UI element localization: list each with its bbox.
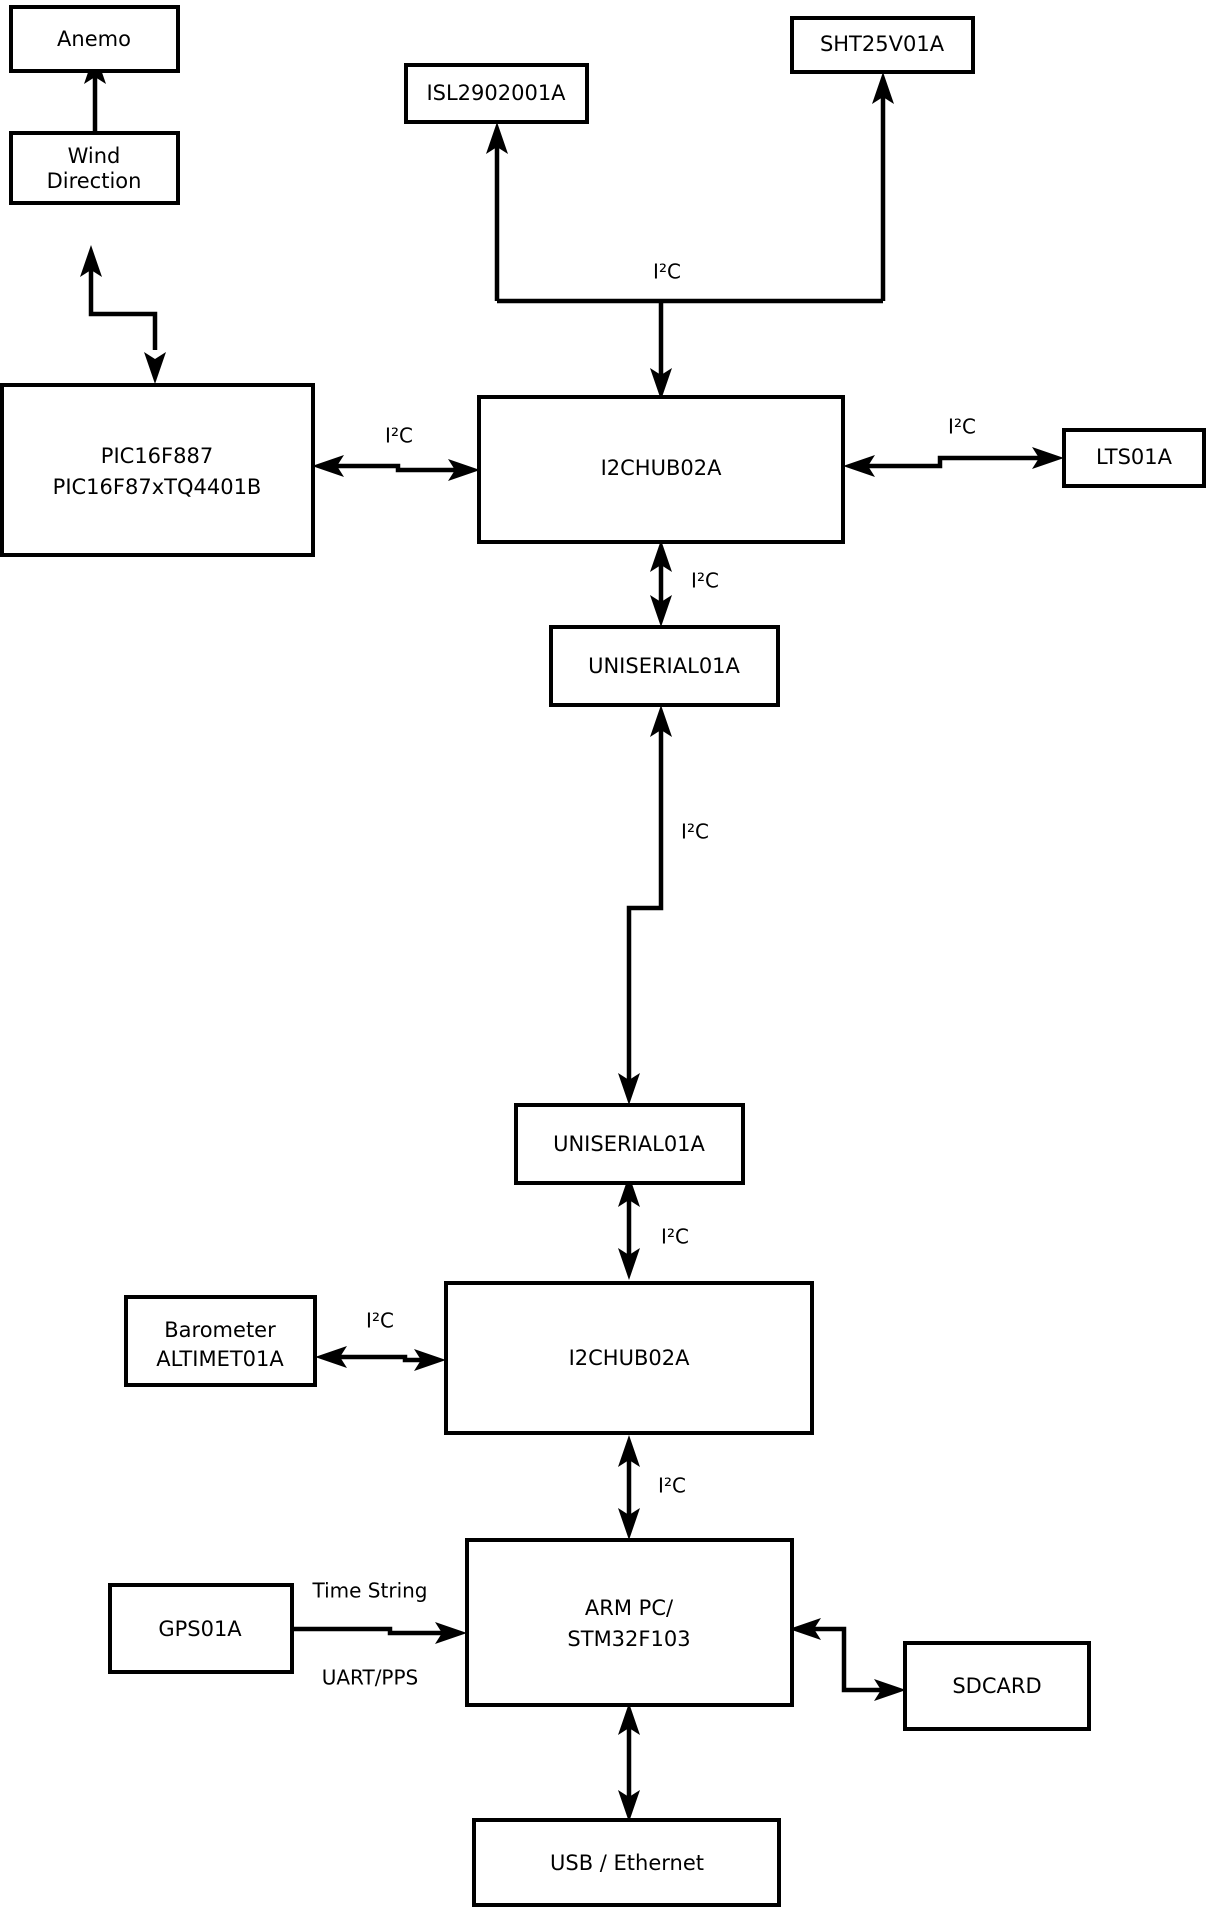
node-i2chub02a-bottom[interactable]: I2CHUB02A	[444, 1281, 814, 1435]
edge-label-i2c-hub-uniserial: I²C	[691, 569, 719, 593]
node-arm-pc-label-line1: ARM PC/	[585, 1596, 674, 1620]
node-anemo[interactable]: Anemo	[9, 5, 180, 73]
node-uniserial01a-top-label: UNISERIAL01A	[588, 654, 740, 678]
node-uniserial01a-bottom-label: UNISERIAL01A	[553, 1132, 705, 1156]
node-pic16f887-label-line1: PIC16F887	[101, 444, 213, 468]
edge-uniserial1-uniserial2	[618, 705, 672, 1105]
node-sdcard[interactable]: SDCARD	[903, 1641, 1091, 1731]
node-uniserial01a-bottom[interactable]: UNISERIAL01A	[514, 1103, 745, 1185]
edge-label-i2c-pic-hub: I²C	[385, 424, 413, 448]
node-pic16f887[interactable]: PIC16F887 PIC16F87xTQ4401B	[0, 383, 315, 557]
edge-label-uart-pps: UART/PPS	[322, 1666, 419, 1690]
node-barometer-altimet01a[interactable]: Barometer ALTIMET01A	[124, 1295, 317, 1387]
node-barometer-label-line2: ALTIMET01A	[156, 1347, 284, 1371]
edge-label-i2c-barometer-hub: I²C	[366, 1309, 394, 1333]
node-sdcard-label: SDCARD	[952, 1674, 1041, 1698]
node-usb-ethernet-label: USB / Ethernet	[550, 1851, 704, 1875]
edge-i2c-bus-top	[486, 72, 894, 400]
edge-uniserial2-hubbottom	[618, 1175, 640, 1280]
node-i2chub02a-top[interactable]: I2CHUB02A	[477, 395, 845, 544]
node-uniserial01a-top[interactable]: UNISERIAL01A	[549, 625, 780, 707]
node-gps01a-label: GPS01A	[158, 1617, 242, 1641]
node-lts01a[interactable]: LTS01A	[1062, 428, 1206, 488]
edge-hubbottom-arm	[618, 1435, 640, 1540]
edge-pic-hubtop	[312, 455, 480, 481]
edge-label-i2c-bus-top: I²C	[653, 260, 681, 284]
node-arm-pc-label-line2: STM32F103	[567, 1627, 690, 1651]
edge-barometer-hubbottom	[315, 1346, 446, 1371]
edge-label-i2c-uniserial2-hub: I²C	[661, 1225, 689, 1249]
edge-hubtop-uniserial1	[650, 540, 672, 627]
node-sht25v01a-label: SHT25V01A	[820, 32, 945, 56]
node-barometer-label-line1: Barometer	[164, 1318, 276, 1342]
node-isl2902001a[interactable]: ISL2902001A	[404, 63, 589, 124]
node-gps01a[interactable]: GPS01A	[108, 1583, 294, 1674]
edge-label-i2c-uniserial-link: I²C	[681, 820, 709, 844]
edge-label-time-string: Time String	[312, 1579, 428, 1603]
edge-arm-usbethernet	[618, 1703, 640, 1822]
edge-gps-arm	[292, 1622, 467, 1644]
node-wind-direction-label-line2: Direction	[47, 169, 142, 193]
node-pic16f887-label-line2: PIC16F87xTQ4401B	[53, 475, 262, 499]
node-sht25v01a[interactable]: SHT25V01A	[790, 16, 975, 74]
node-wind-direction[interactable]: Wind Direction	[9, 131, 180, 205]
node-arm-pc[interactable]: ARM PC/ STM32F103	[465, 1538, 794, 1707]
node-i2chub02a-bottom-label: I2CHUB02A	[569, 1346, 691, 1370]
edge-pic-winddirection	[80, 245, 166, 384]
node-isl2902001a-label: ISL2902001A	[426, 81, 566, 105]
edge-label-i2c-hub-lts: I²C	[948, 415, 976, 439]
node-wind-direction-label-line1: Wind	[68, 144, 121, 168]
node-anemo-label: Anemo	[57, 27, 131, 51]
node-i2chub02a-top-label: I2CHUB02A	[601, 456, 723, 480]
node-lts01a-label: LTS01A	[1096, 445, 1173, 469]
edge-arm-sdcard	[789, 1618, 906, 1701]
node-usb-ethernet[interactable]: USB / Ethernet	[472, 1818, 781, 1907]
edge-hubtop-lts	[843, 447, 1064, 477]
edge-label-i2c-hub-arm: I²C	[658, 1474, 686, 1498]
